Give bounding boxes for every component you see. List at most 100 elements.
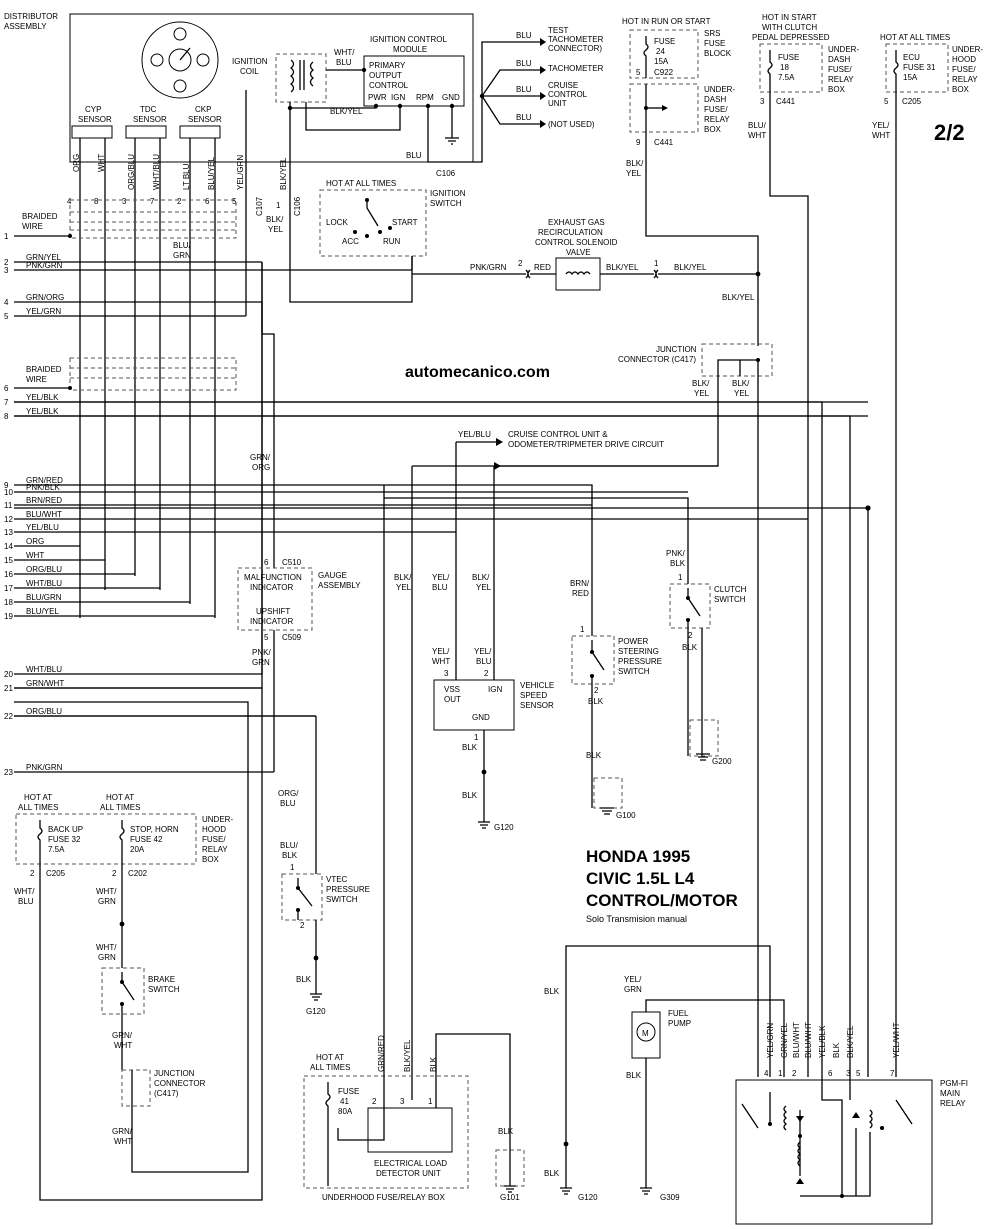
srs-pin9: 9 (636, 138, 641, 147)
srs-c441: C441 (654, 138, 674, 147)
relay-name-2: MAIN (940, 1089, 960, 1098)
fuse18-num: 18 (780, 63, 789, 72)
braided-6a: BRAIDED (26, 365, 62, 374)
dist-wire-color-3: WHT/BLU (152, 154, 161, 190)
fp-gnd-w: BLK (626, 1071, 642, 1080)
left-wire-label-21: GRN/WHT (26, 679, 64, 688)
ign-pos-start: START (392, 218, 418, 227)
fuse41-c: 80A (338, 1107, 353, 1116)
ps-ground-icon (600, 807, 614, 815)
gauge-w2: GRN (252, 658, 270, 667)
vss-wlt-2: BLU (432, 583, 448, 592)
vss-t-vss: VSS (444, 685, 460, 694)
egr-title-2: RECIRCULATION (538, 228, 603, 237)
icm-pin-gnd: GND (442, 93, 460, 102)
brake-wl-2: WHT (114, 1137, 132, 1146)
egr-pin-2: 2 (518, 259, 523, 268)
hl-pin2: 2 (112, 869, 117, 878)
dist-pin-4: 2 (177, 197, 182, 206)
left-wire-label-18: BLU/GRN (26, 593, 62, 602)
tach-arrow-icons (540, 38, 546, 128)
cl-name-1: CLUTCH (714, 585, 747, 594)
vss-wl-1: YEL/ (432, 647, 450, 656)
vtec-name-2: PRESSURE (326, 885, 370, 894)
cl-gnd-w: BLK (682, 643, 698, 652)
left-wire-21 (14, 262, 263, 689)
icm-label-1: IGNITION CONTROL (370, 35, 447, 44)
wire-8-to-relay (14, 415, 851, 1077)
left-wire-number-14: 14 (4, 542, 13, 551)
vss-gnd-w1: BLK (462, 743, 478, 752)
ign-pos-lock: LOCK (326, 218, 348, 227)
brake-jc-2: CONNECTOR (154, 1079, 206, 1088)
title-block: HONDA 1995 CIVIC 1.5L L4 CONTROL/MOTOR S… (586, 847, 738, 924)
ignition-coil-box (275, 53, 327, 103)
hl-pin1: 2 (30, 869, 35, 878)
f18-box-2: DASH (828, 55, 850, 64)
ckp-sensor-label-2: SENSOR (188, 115, 222, 124)
left-wire-label-12: BLU/WHT (26, 510, 62, 519)
relay-coil-1-icon (741, 1092, 788, 1131)
relay-wire-label-2: BLU/WHT (792, 1022, 801, 1058)
ign-name-2: SWITCH (430, 199, 462, 208)
gauge-up-2: INDICATOR (250, 617, 293, 626)
gauge-mil-1: MALFUNCTION (244, 573, 302, 582)
cl-ground-icon (696, 753, 710, 761)
fuse18-label: FUSE (778, 53, 799, 62)
left-wire-label-23: PNK/GRN (26, 763, 63, 772)
title-line-1: HONDA 1995 (586, 847, 690, 866)
brake-jc-3: (C417) (154, 1089, 179, 1098)
gauge-pin5: 5 (264, 633, 269, 642)
ps-pin2: 2 (594, 686, 599, 695)
relay-wire-label-3: BLU/WHT (804, 1022, 813, 1058)
motor-icon (636, 1022, 656, 1042)
hl-w2a: WHT/ (96, 887, 117, 896)
c417-w2a: BLK/ (732, 379, 750, 388)
cyp-sensor-label-1: CYP (85, 105, 101, 114)
g309-ground-icon (640, 1187, 652, 1195)
ecu-fuse-icon (893, 50, 899, 92)
left-wire-label-10: PNK/BLK (26, 483, 60, 492)
left-wire-number-18: 18 (4, 598, 13, 607)
hl-hot2-b: ALL TIMES (100, 803, 140, 812)
hl-box-1: UNDER- (202, 815, 233, 824)
vss-box (433, 679, 515, 731)
left-wire-label-16: ORG/BLU (26, 565, 62, 574)
hl-c202: C202 (128, 869, 148, 878)
cl-pin1: 1 (678, 573, 683, 582)
c106-wire: BLU (406, 151, 422, 160)
tach-label-1: TACHOMETER (548, 64, 604, 73)
cyp-sensor-label-2: SENSOR (78, 115, 112, 124)
left-wire-label-5: YEL/GRN (26, 307, 61, 316)
coil-primary-icon (289, 59, 295, 93)
eld-name-1: ELECTRICAL LOAD (374, 1159, 447, 1168)
left-wire-number-16: 16 (4, 570, 13, 579)
wht-blu-label-2: BLU (336, 58, 352, 67)
relay-diode-icons (796, 1112, 860, 1184)
ps-name-2: STEERING (618, 647, 659, 656)
hl-box-3: FUSE/ (202, 835, 226, 844)
hl-w2b: GRN (98, 897, 116, 906)
connector-c106-v: C106 (293, 196, 302, 216)
left-wire-label-22: ORG/BLU (26, 707, 62, 716)
fuse24-label: FUSE (654, 37, 675, 46)
fuse32-c: 7.5A (48, 845, 65, 854)
left-wire-number-15: 15 (4, 556, 13, 565)
tach-label-0c: CONNECTOR) (548, 44, 602, 53)
cl-w1: PNK/ (666, 549, 685, 558)
grn-org-2: ORG (252, 463, 270, 472)
egr-w-blk-yel-2: BLK/YEL (674, 263, 707, 272)
vss-pin2: 2 (484, 669, 489, 678)
ps-name-4: SWITCH (618, 667, 650, 676)
f18-box-5: BOX (828, 85, 846, 94)
eld-pin2: 2 (372, 1097, 377, 1106)
eld-w-blk-yel: BLK/YEL (403, 1039, 412, 1072)
vss-wr-1: YEL/ (474, 647, 492, 656)
fp-name-2: PUMP (668, 1019, 691, 1028)
tach-wire-0: BLU (516, 31, 532, 40)
tach-label-2a: CRUISE (548, 81, 578, 90)
ecu-c205: C205 (902, 97, 922, 106)
relay-name-1: PGM-FI (940, 1079, 968, 1088)
icm-inner-2: OUTPUT (369, 71, 402, 80)
cruise-wire: YEL/BLU (458, 430, 491, 439)
